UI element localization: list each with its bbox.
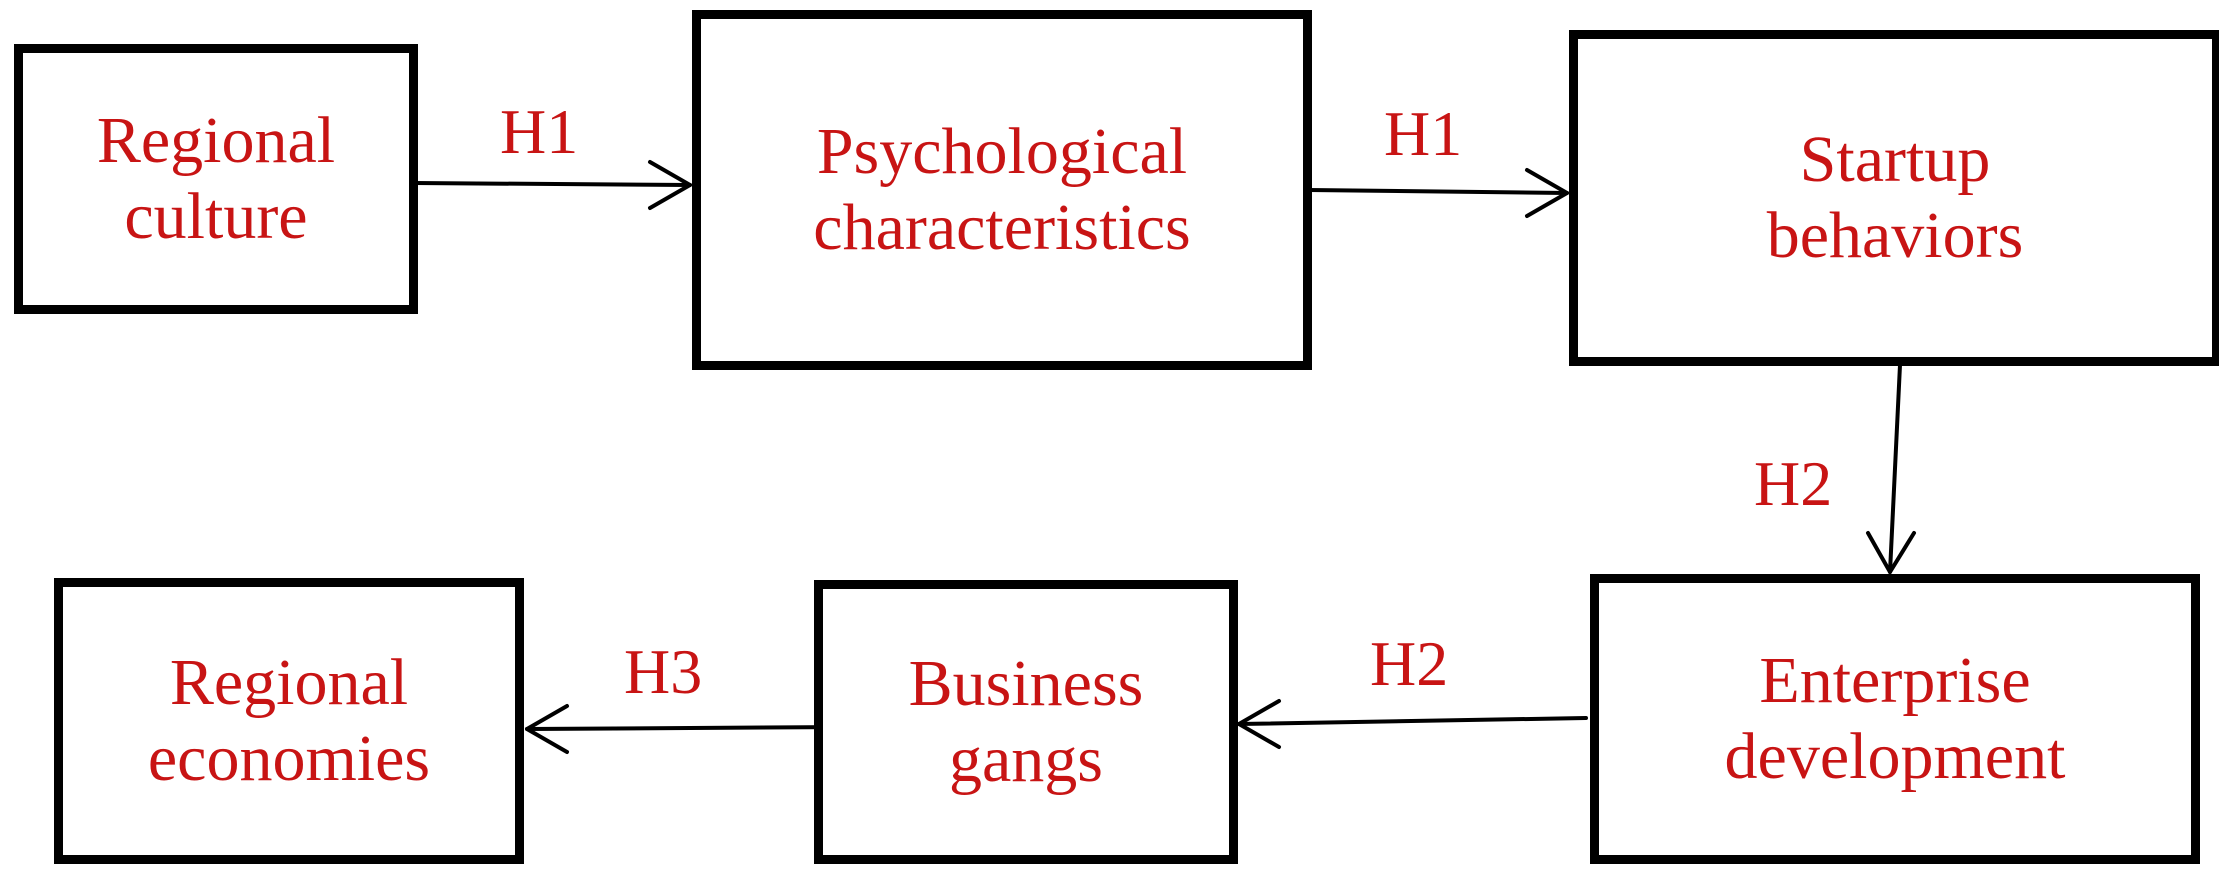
edge-label-culture-to-psych: H1 xyxy=(500,96,579,167)
node-psychological-characteristics: Psychological characteristics xyxy=(692,10,1312,370)
arrow-gangs-to-economies xyxy=(525,704,853,754)
node-label: Enterprise development xyxy=(1724,644,2066,793)
node-label: Psychological characteristics xyxy=(813,115,1191,264)
edge-label-gangs-to-economies: H3 xyxy=(624,636,703,707)
node-label: Business gangs xyxy=(908,647,1144,796)
node-regional-culture: Regional culture xyxy=(14,44,418,314)
node-label: Regional economies xyxy=(147,646,431,795)
edge-label-startup-to-enterprise: H2 xyxy=(1754,448,1833,519)
node-startup-behaviors: Startup behaviors xyxy=(1569,30,2219,366)
arrow-psych-to-startup xyxy=(1307,168,1569,218)
node-business-gangs: Business gangs xyxy=(814,580,1238,864)
node-label: Startup behaviors xyxy=(1766,123,2024,272)
arrow-startup-to-enterprise xyxy=(1866,363,1916,574)
node-label: Regional culture xyxy=(96,104,336,253)
node-enterprise-development: Enterprise development xyxy=(1590,574,2200,864)
edge-label-enterprise-to-gangs: H2 xyxy=(1370,628,1449,699)
node-regional-economies: Regional economies xyxy=(54,578,524,864)
edge-label-psych-to-startup: H1 xyxy=(1384,98,1463,169)
arrow-culture-to-psych xyxy=(412,160,692,210)
arrow-enterprise-to-gangs xyxy=(1237,699,1588,749)
